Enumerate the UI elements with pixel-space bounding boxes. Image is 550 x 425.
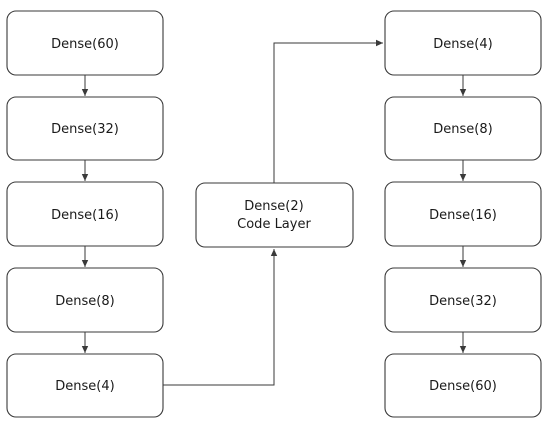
layer-box: [384, 96, 542, 161]
layer-label: Dense(32): [51, 122, 119, 137]
code-layer-box: [195, 182, 354, 248]
layer-label: Dense(60): [51, 37, 119, 52]
layer-box: [384, 181, 542, 247]
code-layer: Dense(2) Code Layer: [195, 182, 354, 248]
encoder-layer-3: Dense(16): [6, 181, 164, 247]
layer-label: Dense(8): [433, 122, 492, 137]
encoder-layer-5: Dense(4): [6, 353, 164, 418]
layer-box: [6, 96, 164, 161]
layer-box: [384, 10, 542, 76]
layer-box: [6, 10, 164, 76]
code-layer-label-line1: Dense(2): [244, 199, 303, 214]
layer-label: Dense(8): [55, 294, 114, 309]
decoder-layer-3: Dense(16): [384, 181, 542, 247]
decoder-layer-4: Dense(32): [384, 267, 542, 333]
code-layer-label-line2: Code Layer: [237, 217, 311, 232]
edges: [81, 39, 467, 386]
decoder-layer-2: Dense(8): [384, 96, 542, 161]
layer-label: Dense(60): [429, 379, 497, 394]
encoder-column: Dense(60) Dense(32) Dense(16) Dense(8) D…: [6, 10, 164, 418]
layer-box: [6, 181, 164, 247]
layer-label: Dense(4): [433, 37, 492, 52]
decoder-layer-1: Dense(4): [384, 10, 542, 76]
layer-label: Dense(32): [429, 294, 497, 309]
edge-enc-to-code: [163, 249, 278, 386]
encoder-layer-4: Dense(8): [6, 267, 164, 333]
layer-box: [6, 353, 164, 418]
decoder-column: Dense(4) Dense(8) Dense(16) Dense(32) De…: [384, 10, 542, 418]
encoder-layer-1: Dense(60): [6, 10, 164, 76]
layer-label: Dense(16): [51, 208, 119, 223]
decoder-layer-5: Dense(60): [384, 353, 542, 418]
encoder-layer-2: Dense(32): [6, 96, 164, 161]
layer-box: [384, 267, 542, 333]
edge-code-to-dec: [273, 39, 383, 183]
layer-box: [6, 267, 164, 333]
layer-label: Dense(16): [429, 208, 497, 223]
layer-label: Dense(4): [55, 379, 114, 394]
layer-box: [384, 353, 542, 418]
